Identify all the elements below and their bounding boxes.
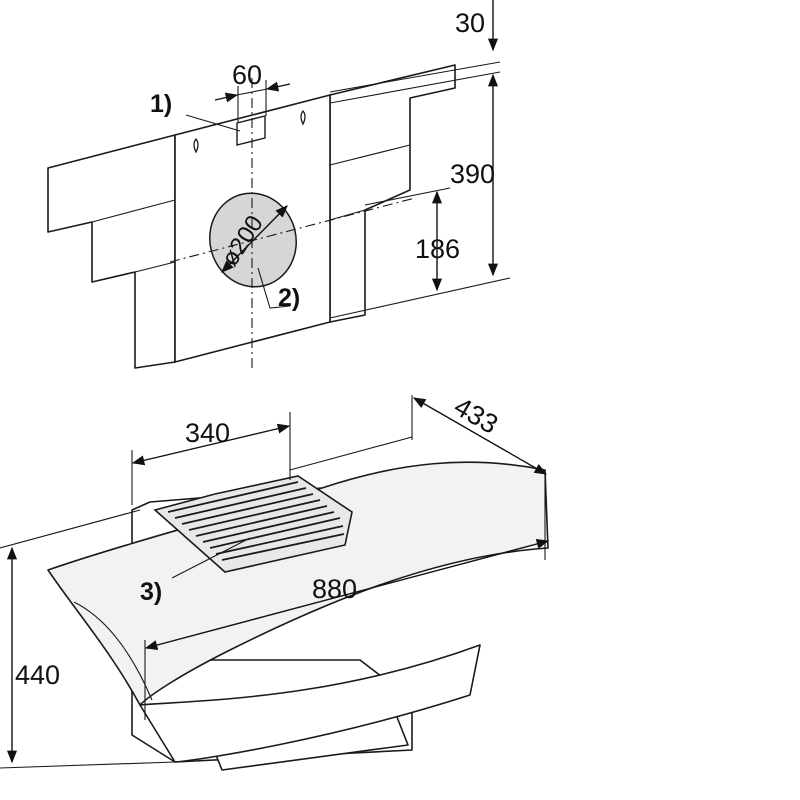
- callout-3: 3): [140, 578, 162, 606]
- mounting-template: [47, 64, 456, 372]
- template-sheet-left: [47, 134, 176, 369]
- dimension-top-offset: 30: [455, 8, 485, 38]
- bottom-dimension-lines: [0, 395, 550, 769]
- dimension-duct-center-height: 186: [415, 234, 460, 264]
- dimension-chimney-width: 340: [185, 418, 230, 448]
- dimension-height: 440: [15, 660, 60, 690]
- screw-hole-right: [300, 109, 306, 126]
- cooker-hood: [47, 461, 549, 771]
- template-sheet-back: [329, 64, 456, 323]
- bracket-slot: [236, 115, 266, 146]
- dimension-width: 880: [312, 574, 357, 604]
- top-dimension-lines: [185, 0, 511, 319]
- dimension-bracket-width: 60: [232, 60, 262, 90]
- screw-hole-left: [193, 137, 199, 154]
- callout-2: 2): [278, 284, 300, 312]
- dimension-template-height: 390: [450, 159, 495, 189]
- callout-1: 1): [150, 90, 172, 118]
- dimension-depth: 433: [449, 391, 503, 440]
